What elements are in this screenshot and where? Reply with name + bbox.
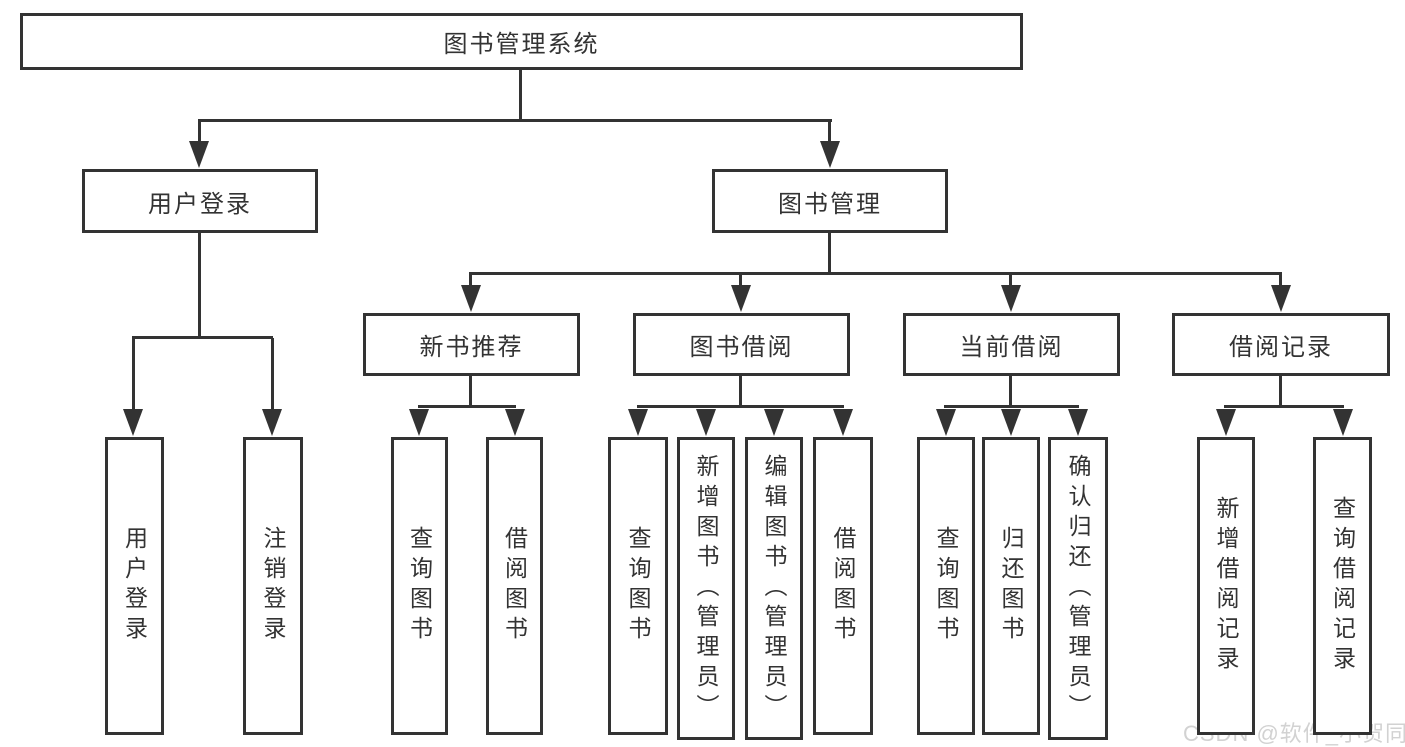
connector-line	[271, 338, 274, 410]
node-label: 新书推荐	[419, 334, 524, 361]
arrow-down-icon	[409, 409, 429, 436]
connector-line	[1279, 375, 1282, 407]
arrow-down-icon	[833, 409, 853, 436]
node-root: 图书管理系统	[20, 13, 1023, 70]
node-book-management: 图书管理	[712, 169, 948, 233]
arrow-down-icon	[1216, 409, 1236, 436]
node-borrow-books-2: 借阅图书	[813, 437, 873, 735]
connector-line	[132, 336, 273, 339]
node-label: 图书管理	[778, 190, 882, 218]
arrow-down-icon	[189, 141, 209, 168]
node-return-books: 归还图书	[982, 437, 1040, 735]
node-new-book-recommend: 新书推荐	[363, 313, 580, 376]
arrow-down-icon	[628, 409, 648, 436]
arrow-down-icon	[731, 285, 751, 312]
node-label: 用户登录	[121, 526, 148, 646]
node-label: 归还图书	[998, 526, 1024, 646]
connector-line	[1009, 274, 1012, 287]
connector-line	[637, 405, 844, 408]
connector-line	[944, 405, 1079, 408]
arrow-down-icon	[262, 409, 282, 436]
arrow-down-icon	[1001, 409, 1021, 436]
node-edit-books-admin: 编辑图书（管理员）	[745, 437, 803, 740]
node-label: 借阅图书	[830, 526, 856, 646]
node-add-books-admin: 新增图书（管理员）	[677, 437, 735, 740]
node-label: 当前借阅	[959, 334, 1064, 361]
node-label: 查询图书	[933, 526, 959, 646]
node-book-borrowing: 图书借阅	[633, 313, 850, 376]
connector-line	[198, 119, 832, 122]
node-add-borrow-record: 新增借阅记录	[1197, 437, 1255, 735]
node-label: 借阅图书	[501, 526, 528, 646]
node-borrow-books-1: 借阅图书	[486, 437, 543, 735]
arrow-down-icon	[936, 409, 956, 436]
node-confirm-return-admin: 确认归还（管理员）	[1048, 437, 1108, 740]
arrow-down-icon	[123, 409, 143, 436]
node-label: 查询借阅记录	[1329, 496, 1356, 676]
arrow-down-icon	[820, 141, 840, 168]
node-label: 查询图书	[625, 526, 651, 646]
node-label: 查询图书	[406, 526, 433, 646]
connector-line	[469, 375, 472, 407]
connector-line	[739, 375, 742, 407]
connector-line	[418, 405, 516, 408]
node-label: 图书管理系统	[443, 31, 600, 58]
node-label: 新增借阅记录	[1213, 496, 1239, 676]
node-label: 图书借阅	[689, 334, 794, 361]
node-user-login: 用户登录	[82, 169, 318, 233]
node-logout: 注销登录	[243, 437, 303, 735]
connector-line	[469, 272, 1282, 275]
arrow-down-icon	[764, 409, 784, 436]
node-label: 确认归还（管理员）	[1065, 453, 1091, 724]
node-label: 借阅记录	[1229, 334, 1333, 361]
connector-line	[198, 233, 201, 338]
arrow-down-icon	[696, 409, 716, 436]
arrow-down-icon	[1068, 409, 1088, 436]
arrow-down-icon	[1333, 409, 1353, 436]
connector-line	[828, 233, 831, 274]
node-query-books-2: 查询图书	[608, 437, 668, 735]
arrow-down-icon	[1271, 285, 1291, 312]
connector-line	[198, 121, 201, 146]
node-label: 注销登录	[260, 526, 286, 646]
node-label: 编辑图书（管理员）	[761, 453, 787, 724]
node-query-books-1: 查询图书	[391, 437, 448, 735]
connector-line	[132, 338, 135, 410]
connector-line	[1009, 375, 1012, 407]
node-query-books-3: 查询图书	[917, 437, 975, 735]
connector-line	[1279, 274, 1282, 287]
arrow-down-icon	[1001, 285, 1021, 312]
arrow-down-icon	[505, 409, 525, 436]
connector-line	[469, 274, 472, 287]
node-label: 新增图书（管理员）	[693, 453, 719, 724]
connector-line	[1224, 405, 1344, 408]
arrow-down-icon	[461, 285, 481, 312]
node-query-borrow-record: 查询借阅记录	[1313, 437, 1372, 735]
connector-line	[828, 121, 831, 146]
connector-line	[739, 274, 742, 287]
node-borrowing-records: 借阅记录	[1172, 313, 1390, 376]
connector-line	[519, 69, 522, 122]
node-label: 用户登录	[148, 190, 252, 218]
node-current-borrowing: 当前借阅	[903, 313, 1120, 376]
node-user-login-leaf: 用户登录	[105, 437, 164, 735]
